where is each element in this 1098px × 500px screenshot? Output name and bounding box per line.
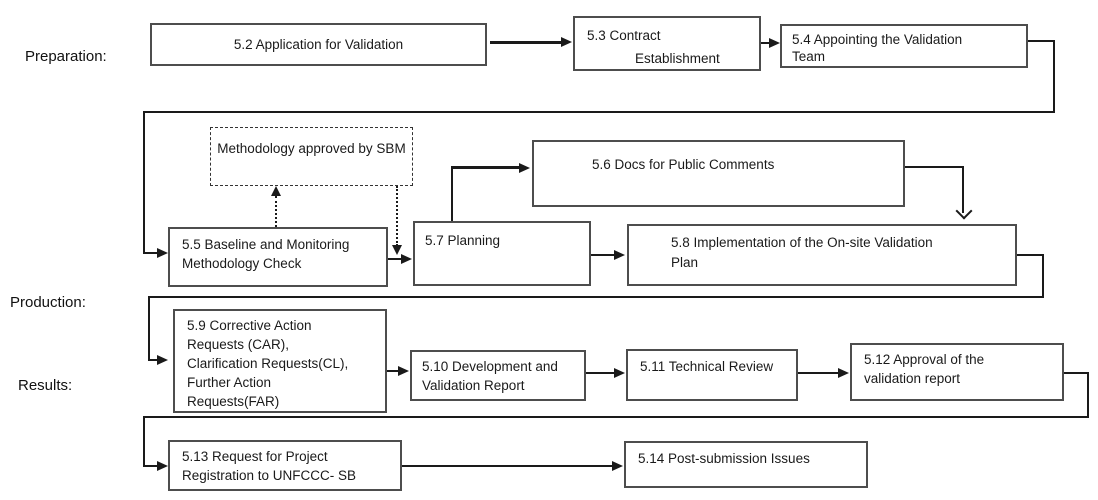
box-methodology-approved-by-sbm: Methodology approved by SBM [210, 127, 413, 186]
label-results: Results: [18, 377, 73, 394]
connector-5-7-up-v [451, 166, 453, 221]
arrowhead-5-9-to-5-10 [398, 366, 409, 376]
connector-5-8-down-v [1042, 254, 1044, 298]
label-preparation: Preparation: [25, 48, 107, 65]
arrowhead-5-3-to-5-4 [769, 38, 780, 48]
box-5-13-line1: 5.13 Request for Project [182, 449, 328, 464]
arrowhead-into-5-6 [519, 163, 530, 173]
box-5-3-line2: Establishment [635, 51, 720, 66]
box-5-8-line1: 5.8 Implementation of the On-site Valida… [671, 235, 933, 250]
connector-5-6-exit-h [905, 166, 964, 168]
box-5-13-request-project-registration-unfccc-sb: 5.13 Request for Project Registration to… [168, 440, 402, 491]
connector-top-return-h [143, 111, 1055, 113]
connector-into-5-13-h [143, 465, 159, 467]
box-5-5-line1: 5.5 Baseline and Monitoring [182, 237, 350, 252]
box-5-10-line1: 5.10 Development and [422, 359, 558, 374]
box-5-11-technical-review: 5.11 Technical Review [626, 349, 798, 401]
arrowhead-open-into-5-8 [955, 202, 973, 220]
box-5-10-line2: Validation Report [422, 378, 525, 393]
connector-into-5-9-h [148, 359, 159, 361]
box-5-3-line1: 5.3 Contract [587, 28, 661, 43]
box-5-4-line1: 5.4 Appointing the Validation [792, 32, 963, 47]
box-5-14-post-submission-issues: 5.14 Post-submission Issues [624, 441, 868, 488]
box-5-9-line5: Requests(FAR) [187, 394, 280, 409]
connector-bottom-return-h [143, 416, 1089, 418]
connector-5-2-to-5-3 [490, 41, 563, 44]
arrowhead-into-5-13 [157, 461, 168, 471]
connector-5-11-to-5-12 [798, 372, 839, 374]
box-methodology-line2: by SBM [358, 141, 406, 156]
arrowhead-5-2-to-5-3 [561, 37, 572, 47]
box-5-5-line2: Methodology Check [182, 256, 302, 271]
box-5-5-baseline-monitoring-check: 5.5 Baseline and Monitoring Methodology … [168, 227, 388, 287]
box-5-6-text: 5.6 Docs for Public Comments [592, 157, 775, 172]
box-5-7-planning: 5.7 Planning [413, 221, 591, 286]
arrowhead-methodology-down [392, 245, 402, 255]
connector-5-5-to-methodology-dotted [275, 196, 277, 227]
box-5-2-text: 5.2 Application for Validation [233, 37, 404, 52]
box-5-6-docs-for-public-comments: 5.6 Docs for Public Comments [532, 140, 905, 207]
connector-5-9-to-5-10 [387, 370, 400, 372]
connector-5-4-down-v [1053, 40, 1055, 113]
box-5-9-line1: 5.9 Corrective Action [187, 318, 312, 333]
arrowhead-5-5-to-5-7 [401, 254, 412, 264]
box-5-8-line2: Plan [671, 255, 699, 270]
box-5-3-contract-establishment: 5.3 Contract Establishment [573, 16, 761, 71]
connector-5-12-down-v [1087, 372, 1089, 418]
arrowhead-methodology-up [271, 186, 281, 196]
arrowhead-5-10-to-5-11 [614, 368, 625, 378]
arrowhead-5-13-to-5-14 [612, 461, 623, 471]
connector-5-4-exit-h [1028, 40, 1055, 42]
connector-left-down-to-5-9-v [148, 296, 150, 361]
box-5-8-implementation-onsite-validation-plan: 5.8 Implementation of the On-site Valida… [627, 224, 1017, 286]
box-5-12-line2: validation report [864, 371, 961, 386]
connector-5-6-down-v [962, 166, 964, 213]
connector-5-8-exit-h [1017, 254, 1044, 256]
box-5-2-application-for-validation: 5.2 Application for Validation [150, 23, 487, 66]
arrowhead-5-7-to-5-8 [614, 250, 625, 260]
arrowhead-into-5-9 [157, 355, 168, 365]
box-5-4-line2: Team [792, 49, 826, 64]
connector-5-12-exit-h [1064, 372, 1089, 374]
arrowhead-5-11-to-5-12 [838, 368, 849, 378]
connector-5-7-to-5-8 [591, 254, 616, 256]
box-5-10-development-validation-report: 5.10 Development and Validation Report [410, 350, 586, 401]
box-5-11-text: 5.11 Technical Review [640, 359, 774, 374]
box-5-9-car-cl-far-requests: 5.9 Corrective Action Requests (CAR), Cl… [173, 309, 387, 413]
box-5-7-text: 5.7 Planning [425, 233, 501, 248]
connector-5-10-to-5-11 [586, 372, 615, 374]
box-5-9-line4: Further Action [187, 375, 272, 390]
box-5-12-approval-validation-report: 5.12 Approval of the validation report [850, 343, 1064, 401]
connector-methodology-down-dotted [396, 186, 398, 246]
box-5-9-line3: Clarification Requests(CL), [187, 356, 349, 371]
connector-5-3-to-5-4 [761, 42, 770, 44]
box-5-12-line1: 5.12 Approval of the [864, 352, 985, 367]
box-5-9-line2: Requests (CAR), [187, 337, 290, 352]
arrowhead-into-5-5 [157, 248, 168, 258]
connector-into-5-5-h [143, 252, 159, 254]
box-5-14-text: 5.14 Post-submission Issues [638, 451, 810, 466]
box-methodology-line1: Methodology approved [217, 141, 355, 156]
label-production: Production: [10, 294, 86, 311]
connector-left-down-to-5-5-v [143, 111, 145, 254]
connector-left-down-to-5-13-v [143, 416, 145, 467]
connector-5-13-to-5-14 [402, 465, 613, 467]
box-5-4-appointing-validation-team: 5.4 Appointing the Validation Team [780, 24, 1028, 68]
box-5-13-line2: Registration to UNFCCC- SB [182, 468, 357, 483]
connector-5-7-to-5-6-h [451, 166, 521, 169]
connector-5-5-to-5-7 [388, 258, 403, 260]
connector-mid-return-h [148, 296, 1044, 298]
